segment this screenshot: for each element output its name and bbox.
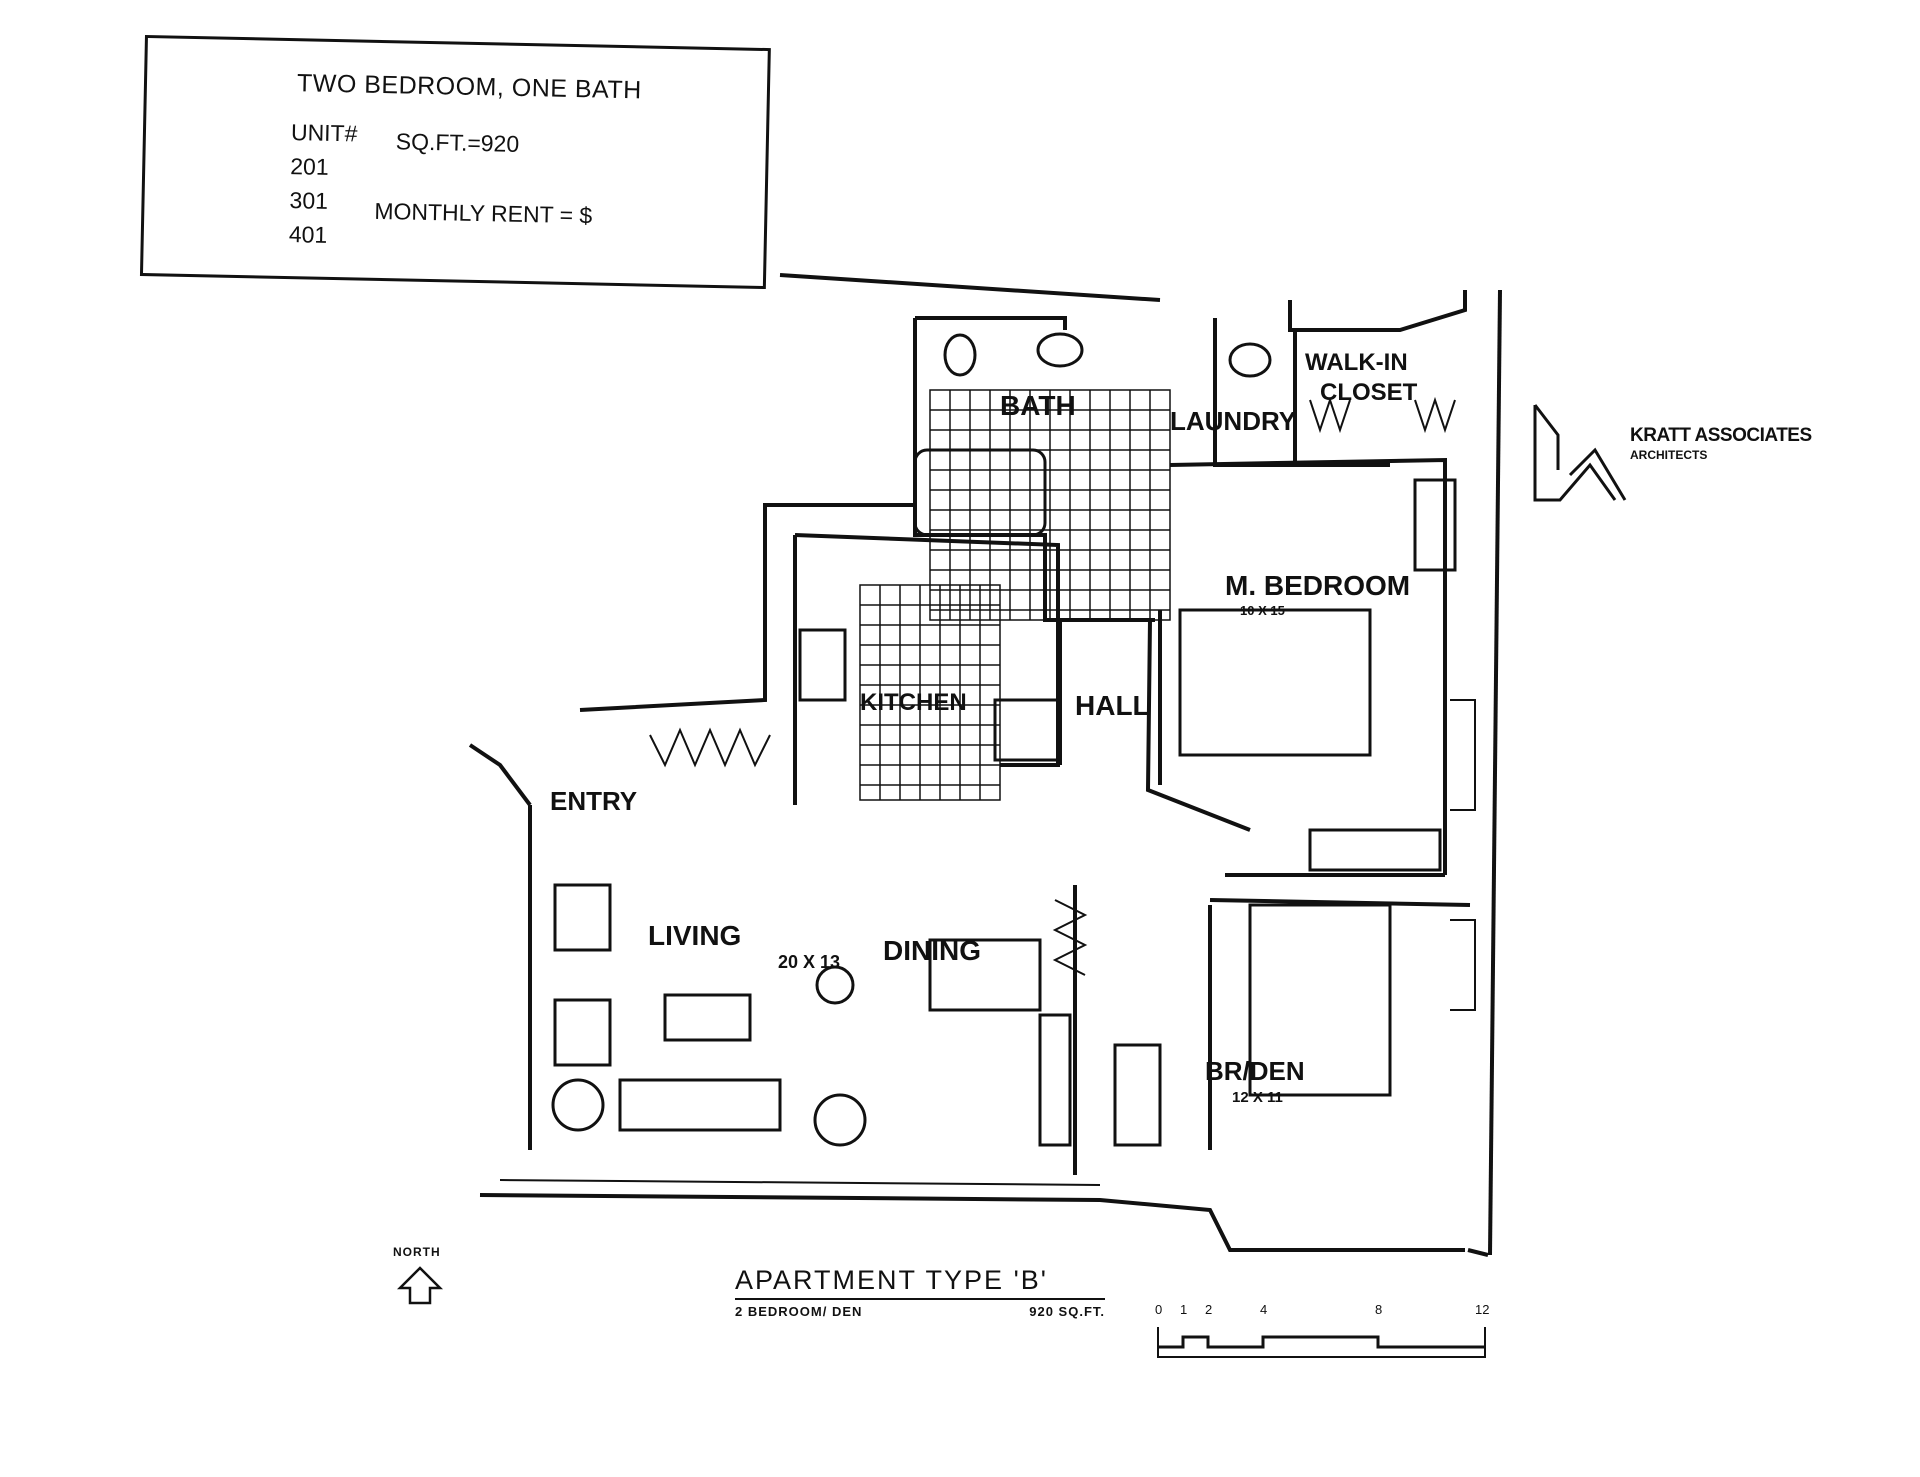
scale-tick: 1 xyxy=(1180,1302,1188,1317)
room-label-living: LIVING xyxy=(648,920,741,951)
logo-mark-icon xyxy=(1533,404,1627,502)
architect-subtitle: ARCHITECTS xyxy=(1630,448,1708,462)
room-label-bath: BATH xyxy=(1000,390,1076,421)
scale-tick: 2 xyxy=(1205,1302,1213,1317)
bathtub xyxy=(913,448,1047,537)
wall xyxy=(1488,289,1502,1256)
room-dimension: 20 X 13 xyxy=(778,952,840,972)
plan-subtitle: 2 BEDROOM/ DEN 920 SQ.FT. xyxy=(735,1304,1105,1319)
end-table xyxy=(551,1078,605,1132)
scale-bar: 0 1 2 4 8 12 xyxy=(1150,1302,1490,1362)
wall xyxy=(479,1193,1465,1252)
plan-title: APARTMENT TYPE 'B' xyxy=(735,1265,1105,1300)
north-arrow: NORTH xyxy=(385,1245,465,1305)
room-label-dining: DINING xyxy=(883,935,981,966)
refrigerator xyxy=(993,698,1062,762)
toilet xyxy=(943,333,977,377)
scale-tick: 12 xyxy=(1475,1302,1490,1317)
dresser xyxy=(1413,478,1457,572)
room-label-closet: CLOSET xyxy=(1320,379,1418,406)
room-label-laundry: LAUNDRY xyxy=(1170,406,1296,436)
armchair xyxy=(553,998,612,1067)
plan-title-block: APARTMENT TYPE 'B' 2 BEDROOM/ DEN 920 SQ… xyxy=(735,1265,1105,1319)
shelf xyxy=(1038,1013,1072,1147)
scale-tick: 8 xyxy=(1375,1302,1383,1317)
wall xyxy=(1288,290,1467,332)
north-label: NORTH xyxy=(393,1245,441,1259)
scale-tick: 4 xyxy=(1260,1302,1268,1317)
desk xyxy=(1113,1043,1162,1147)
bed xyxy=(1248,903,1392,1097)
north-arrow-icon xyxy=(396,1266,444,1305)
lamp xyxy=(815,965,855,1005)
room-label-master-bedroom: M. BEDROOM xyxy=(1225,570,1410,601)
room-dimension: 10 X 15 xyxy=(1240,603,1285,618)
armchair xyxy=(553,883,612,952)
wall xyxy=(579,318,917,712)
scale-bar-graphic xyxy=(1157,1327,1486,1358)
bed xyxy=(1178,608,1372,757)
room-label-entry: ENTRY xyxy=(550,786,637,816)
sofa xyxy=(618,1078,782,1132)
plan-subtitle-left: 2 BEDROOM/ DEN xyxy=(735,1304,863,1319)
stove xyxy=(798,628,847,702)
room-dimension: 12 X 11 xyxy=(1232,1089,1283,1106)
wall xyxy=(779,273,1161,302)
bench xyxy=(1308,828,1442,872)
plan-subtitle-right: 920 SQ.FT. xyxy=(1029,1304,1105,1319)
room-label-kitchen: KITCHEN xyxy=(860,689,967,716)
sink xyxy=(1228,342,1272,378)
end-table xyxy=(813,1093,867,1147)
architect-name: KRATT ASSOCIATES xyxy=(1630,425,1812,446)
room-label-hall: HALL xyxy=(1075,690,1150,721)
room-label-walk-in: WALK-IN xyxy=(1305,349,1408,376)
dining-table xyxy=(928,938,1042,1012)
coffee-table xyxy=(663,993,752,1042)
architect-logo: KRATT ASSOCIATES ARCHITECTS xyxy=(1530,400,1860,510)
room-label-br-den: BR/DEN xyxy=(1205,1056,1305,1086)
wall xyxy=(913,318,1155,622)
sink xyxy=(1036,332,1084,368)
scale-tick: 0 xyxy=(1155,1302,1163,1317)
